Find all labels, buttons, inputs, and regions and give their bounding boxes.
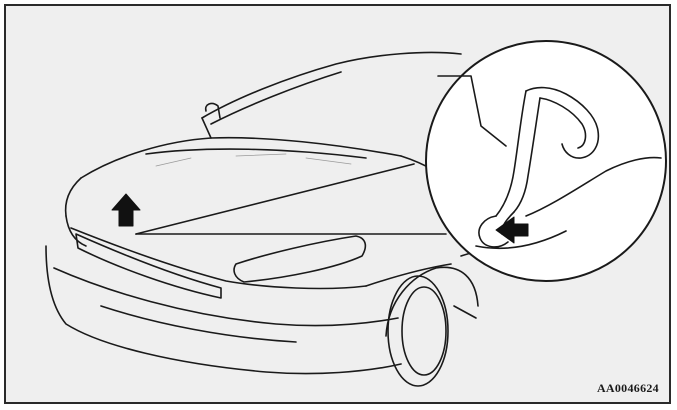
- callout-leader-lines: [136, 164, 446, 234]
- up-arrow-icon: [112, 194, 140, 226]
- hood-shading: [156, 154, 351, 166]
- illustration-frame: AA0046624: [4, 4, 671, 404]
- figure-code: AA0046624: [597, 381, 659, 396]
- latch-detail-circle: [426, 41, 666, 281]
- hood-release-illustration: [6, 6, 669, 402]
